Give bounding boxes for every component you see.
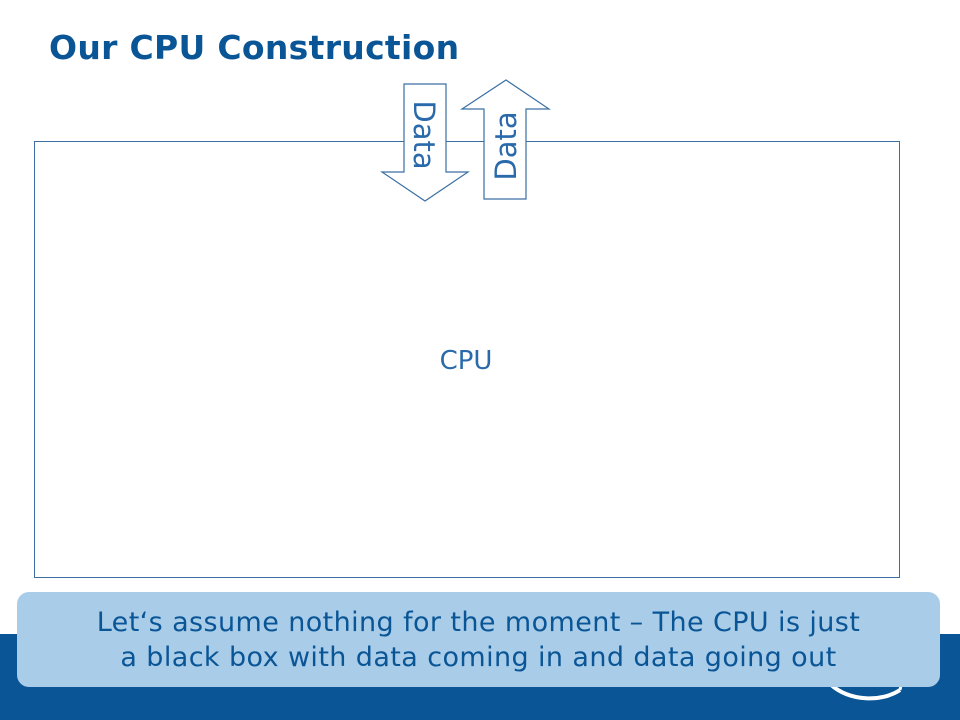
- callout-line-2: a black box with data coming in and data…: [120, 641, 837, 673]
- cpu-box: [34, 141, 900, 578]
- callout-line-1: Let‘s assume nothing for the moment – Th…: [96, 606, 861, 638]
- slide-title: Our CPU Construction: [49, 28, 460, 67]
- cpu-label: CPU: [439, 346, 493, 376]
- callout-box: Let‘s assume nothing for the moment – Th…: [17, 592, 940, 687]
- callout-text: Let‘s assume nothing for the moment – Th…: [97, 605, 861, 675]
